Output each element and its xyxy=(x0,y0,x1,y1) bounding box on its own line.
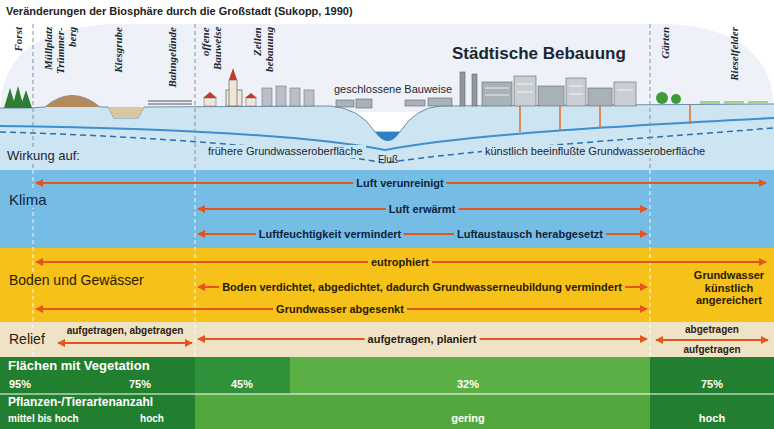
river-label: Fluß xyxy=(378,154,398,166)
zone-label: Kiesgrube xyxy=(112,27,124,73)
groundwater-label: künstlich beeinflußte Grundwasseroberflä… xyxy=(482,145,708,158)
effect-label: aufgetragen, planiert xyxy=(365,333,480,346)
effect-label: Luft erwärmt xyxy=(386,203,459,216)
river xyxy=(375,132,400,141)
rating-value: mittel bis hoch xyxy=(8,413,79,425)
climate-ground xyxy=(0,170,774,248)
species-band: Pflanzen-/Tierartenanzahl mittel bis hoch… xyxy=(0,394,774,429)
zone-label: Rieselfelder xyxy=(728,27,740,81)
effect-label: Luft verunreinigt xyxy=(353,177,446,190)
percent-value: 75% xyxy=(701,378,723,391)
zone-label: Zeilen bebauung xyxy=(251,27,275,79)
effect-label: Boden verdichtet, abgedichtet, dadurch G… xyxy=(219,281,625,294)
row-buildings xyxy=(262,86,314,106)
ground xyxy=(0,96,774,171)
diagram-title: Veränderungen der Biosphäre durch die Gr… xyxy=(6,5,353,18)
effect-label: Grundwasser abgesenkt xyxy=(273,303,407,316)
houses xyxy=(203,92,257,106)
band-dividers xyxy=(33,170,650,357)
band-heading: Relief xyxy=(6,331,48,347)
effect-label: aufgetragen, abgetragen xyxy=(67,325,184,337)
relief-ground xyxy=(0,322,774,357)
church xyxy=(226,68,242,106)
well-lines xyxy=(520,104,690,132)
effect-label: Luftfeuchtigkeit vermindert xyxy=(256,228,404,241)
effect-label: Grundwasser künstlich angereichert xyxy=(688,269,770,307)
gravel-pit xyxy=(108,107,144,118)
effect-arrows xyxy=(36,183,768,343)
rubble-mound xyxy=(45,96,100,108)
sewage-fields xyxy=(700,101,768,104)
percent-value: 45% xyxy=(231,378,253,391)
rating-value: gering xyxy=(451,412,485,425)
percent-value: 32% xyxy=(457,378,479,391)
rail-tracks xyxy=(148,101,192,104)
effect-label: eutrophiert xyxy=(368,256,432,269)
band-heading: Boden und Gewässer xyxy=(6,272,147,288)
groundwater-label: frühere Grundwasseroberfläche xyxy=(205,145,366,158)
species-cell xyxy=(650,394,774,429)
band-heading: Flächen mit Vegetation xyxy=(8,359,150,374)
row-caption: Wirkung auf: xyxy=(4,149,83,164)
zone-label: offene Bauweise xyxy=(199,27,223,79)
rating-value: hoch xyxy=(699,412,725,425)
zone-label: Gärten xyxy=(659,27,671,59)
zone-heading: Städtische Bebauung xyxy=(452,44,626,64)
zone-label: Bahngelände xyxy=(166,27,178,88)
forest-trees xyxy=(4,86,32,108)
zone-label: geschlossene Bauweise xyxy=(334,83,452,96)
effect-label: Luftaustausch herabgesetzt xyxy=(454,228,606,241)
soil-water-band: Boden und Gewässer eutrophiertBoden verdi… xyxy=(0,248,774,322)
vegetation-cell xyxy=(0,357,195,394)
effect-label: abgetragen xyxy=(685,324,739,336)
rating-value: hoch xyxy=(140,413,164,425)
vegetation-cell xyxy=(195,357,290,394)
zone-label: Forst xyxy=(12,27,24,51)
garden-trees xyxy=(656,92,681,104)
zone-label: Müllplatz Trümmer-berg xyxy=(42,27,78,85)
species-cell xyxy=(0,394,195,429)
relief-band: Relief aufgetragen, abgetragen aufgetragen… xyxy=(0,322,774,357)
row-separator xyxy=(0,394,774,395)
band-heading: Pflanzen-/Tierartenanzahl xyxy=(8,396,153,410)
building-windows xyxy=(485,84,633,95)
vegetation-cell xyxy=(290,357,650,394)
sky-dome xyxy=(0,24,774,112)
vegetation-band: Flächen mit Vegetation 95% 75% 45% 32% 75% xyxy=(0,357,774,394)
species-cell xyxy=(195,394,650,429)
percent-value: 75% xyxy=(129,378,151,391)
band-heading: Klima xyxy=(6,191,50,208)
vegetation-cell xyxy=(650,357,774,394)
percent-value: 95% xyxy=(9,378,31,391)
soil-ground xyxy=(0,248,774,322)
effect-label: aufgetragen xyxy=(683,344,740,356)
climate-band: Klima Luft verunreinigtLuft erwärmtLuftfe… xyxy=(0,170,774,248)
